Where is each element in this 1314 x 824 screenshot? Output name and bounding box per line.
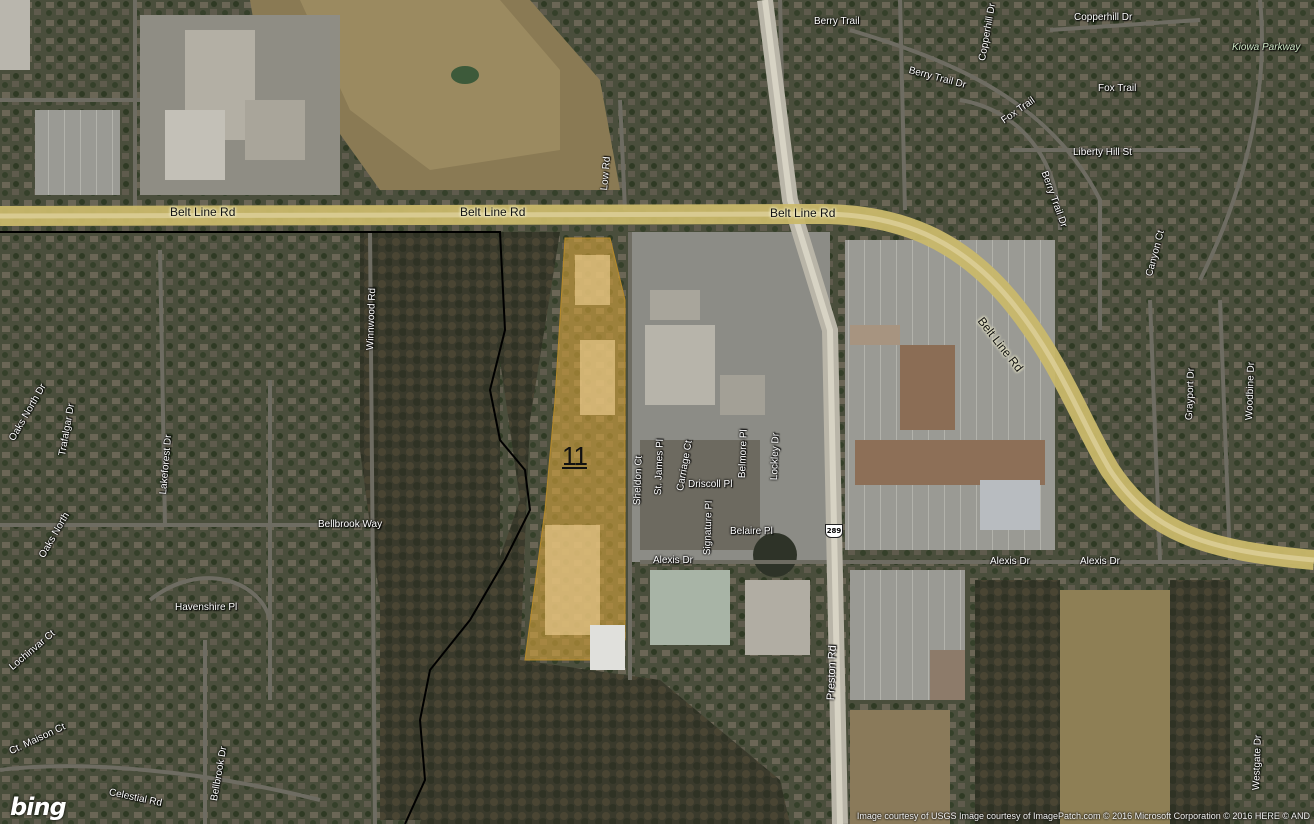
road-label-belt-line: Belt Line Rd (170, 205, 236, 219)
road-label-alexis: Alexis Dr (990, 556, 1031, 567)
road-label-driscoll: Driscoll Pl (688, 479, 733, 490)
road-label-bellbrook-way: Bellbrook Way (318, 519, 383, 530)
road-label-belaire: Belaire Pl (730, 526, 773, 537)
road-label-liberty-hill: Liberty Hill St (1073, 147, 1132, 158)
road-label-kiowa: Kiowa Parkway (1232, 42, 1301, 53)
road-label-signature: Signature Pl (702, 500, 715, 556)
highway-shield: 289 (825, 524, 843, 538)
bing-logo: bing (10, 793, 67, 821)
road-label-sheldon: Sheldon Ct (632, 455, 645, 506)
road-label-belmore: Belmore Pl (737, 429, 750, 479)
road-label-st-james: St. James Pl (653, 438, 666, 496)
road-label-alexis: Alexis Dr (653, 555, 694, 566)
road-label-copperhill: Copperhill Dr (1074, 12, 1133, 23)
road-label-woodbine: Woodbine Dr (1244, 361, 1258, 421)
road-label-belt-line: Belt Line Rd (770, 206, 836, 220)
road-label-havenshire: Havenshire Pl (175, 602, 238, 613)
road-label-berry-trail: Berry Trail (814, 16, 860, 27)
road-label-lockley: Lockley Dr (769, 432, 782, 481)
parcel-label: 11 (562, 441, 588, 471)
road-label-grayport: Grayport Dr (1184, 367, 1197, 421)
road-label-fox-trail: Fox Trail (1098, 83, 1137, 94)
imagery-credit: Image courtesy of USGS Image courtesy of… (856, 811, 1310, 821)
road-label-preston: Preston Rd (825, 644, 839, 701)
road-label-belt-line: Belt Line Rd (460, 205, 526, 219)
road-label-westgate: Westgate Dr (1251, 734, 1264, 791)
road-label-alexis: Alexis Dr (1080, 556, 1121, 567)
